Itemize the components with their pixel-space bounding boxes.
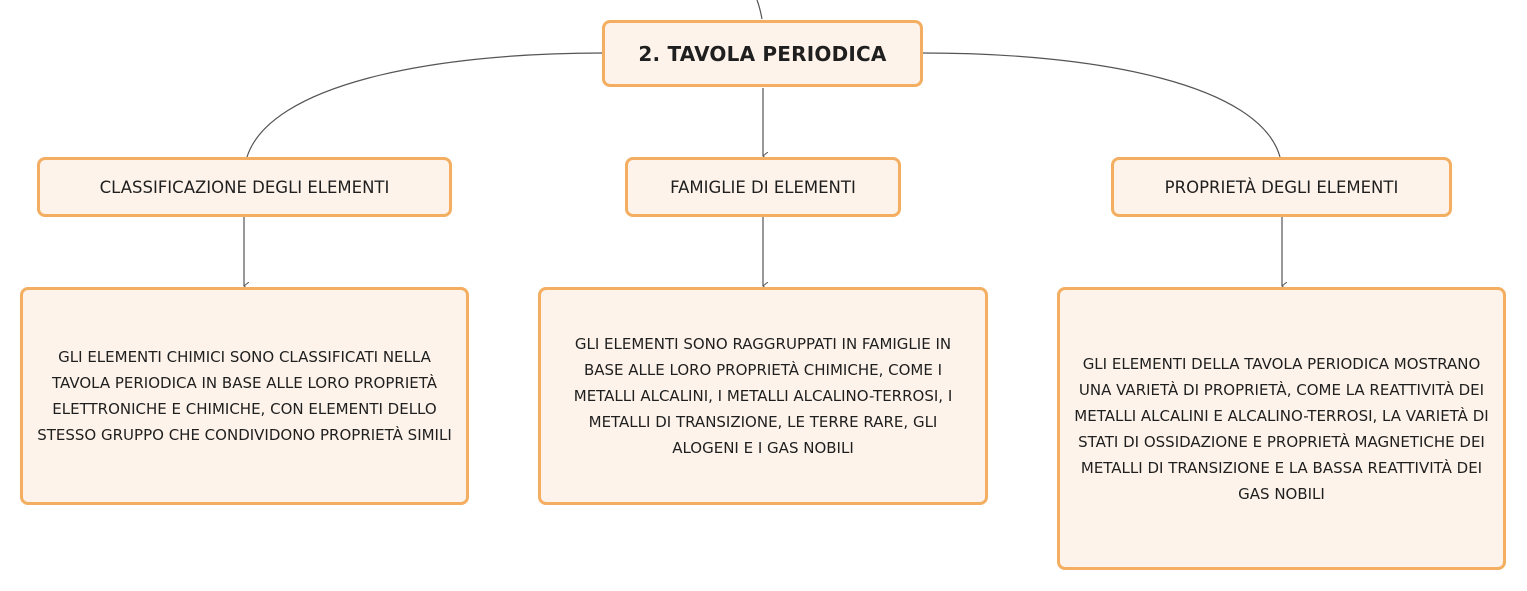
description-text: GLI ELEMENTI DELLA TAVOLA PERIODICA MOST… [1074,354,1489,503]
root-node[interactable]: 2. TAVOLA PERIODICA [602,20,923,87]
description-node-proprieta[interactable]: GLI ELEMENTI DELLA TAVOLA PERIODICA MOST… [1057,287,1506,570]
topic-node-label: FAMIGLIE DI ELEMENTI [670,177,856,197]
topic-node-classificazione[interactable]: CLASSIFICAZIONE DEGLI ELEMENTI [37,157,452,217]
topic-node-label: CLASSIFICAZIONE DEGLI ELEMENTI [99,177,390,197]
topic-node-famiglie[interactable]: FAMIGLIE DI ELEMENTI [625,157,901,217]
topic-node-label: PROPRIETÀ DEGLI ELEMENTI [1164,177,1399,197]
root-node-label: 2. TAVOLA PERIODICA [638,41,887,66]
description-node-classificazione[interactable]: GLI ELEMENTI CHIMICI SONO CLASSIFICATI N… [20,287,469,505]
description-text: GLI ELEMENTI SONO RAGGRUPPATI IN FAMIGLI… [573,335,953,457]
connector-root-to-topic-1 [246,52,604,158]
connector-root-to-topic-3 [922,52,1281,158]
incoming-connector [756,0,763,20]
description-node-famiglie[interactable]: GLI ELEMENTI SONO RAGGRUPPATI IN FAMIGLI… [538,287,988,505]
topic-node-proprieta[interactable]: PROPRIETÀ DEGLI ELEMENTI [1111,157,1452,217]
description-text: GLI ELEMENTI CHIMICI SONO CLASSIFICATI N… [37,348,452,444]
